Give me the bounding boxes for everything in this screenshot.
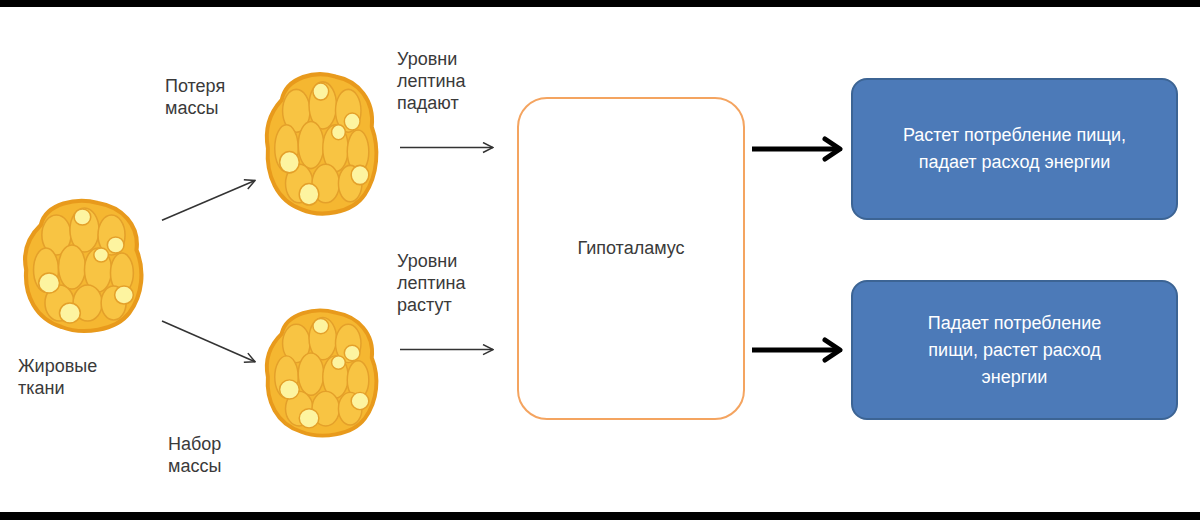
result-box: Растет потребление пищи, падает расход э… xyxy=(851,78,1178,220)
hypothalamus-box: Гипоталамус xyxy=(517,97,745,420)
node-text: Падает потребление пищи, растет расход э… xyxy=(907,310,1122,391)
thick-arrow xyxy=(752,147,840,152)
node-text: Растет потребление пищи, падает расход э… xyxy=(875,122,1155,176)
frame-bar xyxy=(0,0,1200,7)
node-label: Набор массы xyxy=(168,433,258,477)
thick-arrow xyxy=(752,348,840,353)
fat-tissue: Жировые ткани xyxy=(20,195,145,335)
edge-label: Уровни лептина падают xyxy=(397,48,495,114)
thin-arrow xyxy=(400,147,493,149)
frame-bar xyxy=(0,512,1200,520)
result-box: Падает потребление пищи, растет расход э… xyxy=(851,280,1178,420)
node-text: Гипоталамус xyxy=(577,237,684,259)
thin-arrow xyxy=(162,181,255,221)
thin-arrow xyxy=(400,349,493,351)
fat-cell-cluster: Потеря массы xyxy=(262,68,380,218)
edge-label: Уровни лептина растут xyxy=(397,250,495,316)
fat-cell-cluster: Набор массы xyxy=(262,305,380,440)
node-label: Жировые ткани xyxy=(18,355,118,399)
node-label: Потеря массы xyxy=(165,75,255,119)
thin-arrow xyxy=(162,321,255,362)
